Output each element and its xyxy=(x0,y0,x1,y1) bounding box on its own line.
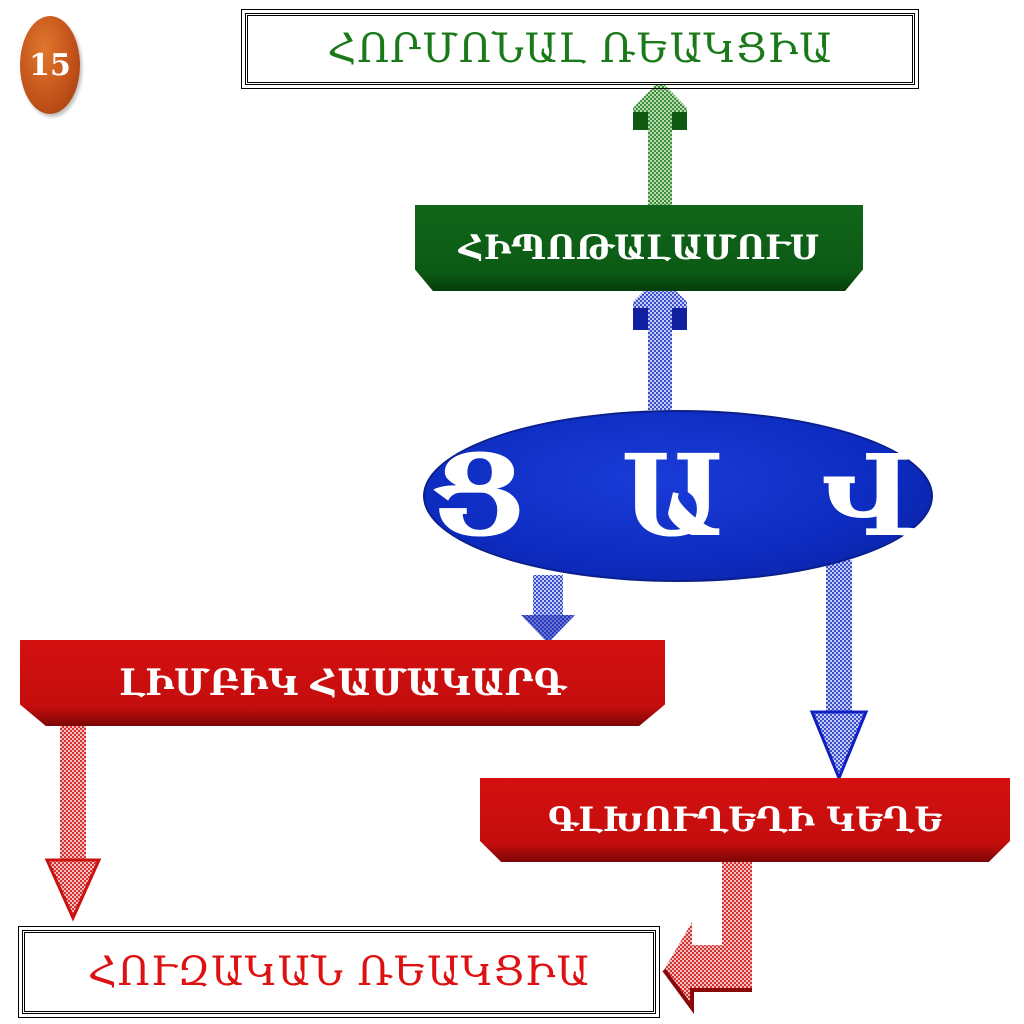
slide-number-badge: 15 xyxy=(20,16,80,114)
center-ellipse: Ց Ա Վ xyxy=(423,410,933,582)
arrow-center-to-cortex xyxy=(809,560,869,782)
arrow-cortex-to-emotional xyxy=(662,858,752,1015)
arrow-center-to-hypothalamus xyxy=(633,275,687,410)
emotional-reaction-box: ՀՈՒԶԱԿԱՆ ՌԵԱԿՑԻԱ xyxy=(18,926,660,1018)
center-label: Ց Ա Վ xyxy=(432,430,952,562)
cerebral-cortex-box: ԳԼԽՈՒՂԵՂԻ ԿԵՂԵ xyxy=(480,778,1010,862)
hormonal-reaction-box: ՀՈՐՄՈՆԱԼ ՌԵԱԿՑԻԱ xyxy=(241,9,919,89)
limbic-system-label: ԼԻՄԲԻԿ ՀԱՄԱԿԱՐԳ xyxy=(119,662,566,704)
limbic-system-box: ԼԻՄԲԻԿ ՀԱՄԱԿԱՐԳ xyxy=(20,640,665,726)
emotional-reaction-label: ՀՈՒԶԱԿԱՆ ՌԵԱԿՑԻԱ xyxy=(88,949,590,995)
hypothalamus-box: ՀԻՊՈԹԱԼԱՄՈՒՍ xyxy=(415,205,863,291)
arrow-limbic-to-emotional xyxy=(44,725,102,922)
cerebral-cortex-label: ԳԼԽՈՒՂԵՂԻ ԿԵՂԵ xyxy=(547,800,943,840)
slide-number: 15 xyxy=(29,47,71,83)
arrow-center-to-limbic xyxy=(521,575,575,643)
hypothalamus-label: ՀԻՊՈԹԱԼԱՄՈՒՍ xyxy=(458,228,820,268)
hormonal-reaction-label: ՀՈՐՄՈՆԱԼ ՌԵԱԿՑԻԱ xyxy=(327,26,833,72)
arrow-hypothalamus-to-hormonal xyxy=(633,80,687,210)
